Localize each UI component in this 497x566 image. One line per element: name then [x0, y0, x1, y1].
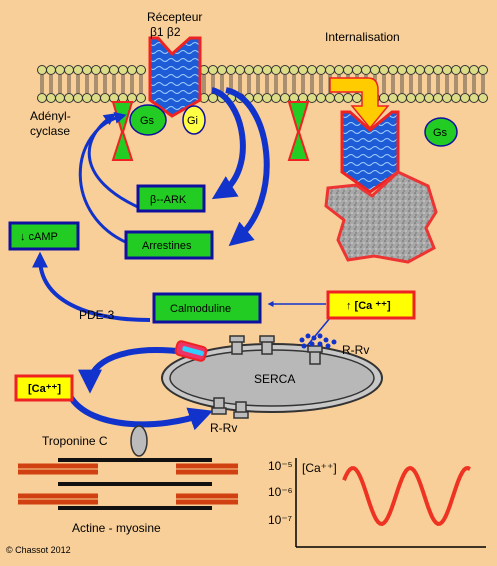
feedback-arrows: [32, 87, 331, 431]
ca-low-label: [Ca⁺⁺]: [28, 383, 61, 395]
gi-label: Gi: [187, 115, 198, 127]
ca-low-box: [14, 374, 74, 402]
rrv-top-label: R-Rv: [342, 343, 369, 357]
gs-protein: [129, 104, 167, 136]
arrow-receptor-to-arrestines: [225, 87, 270, 247]
internalisation-label: Internalisation: [325, 30, 400, 44]
arrestines-label: Arrestines: [142, 240, 192, 252]
actin-myosin-label: Actine - myosine: [72, 521, 161, 535]
troponin-label: Troponine C: [42, 434, 108, 448]
adenylcyclase-channel: [111, 101, 134, 161]
troponin-c: [130, 425, 148, 457]
gs-protein-internal: [424, 117, 458, 147]
calcium-oscillation-graph: [Ca⁺⁺] 10⁻⁵ 10⁻⁶ 10⁻⁷: [268, 458, 486, 548]
bark-box: [136, 184, 206, 213]
ca-high-label: ↑ [Ca ⁺⁺]: [346, 300, 391, 312]
camp-box: [8, 221, 80, 251]
internalisation-arrow: [329, 77, 390, 130]
serca-pump: [174, 340, 208, 362]
rrv-bottom-label: R-Rv: [210, 421, 237, 435]
gs-internal-label: Gs: [433, 127, 448, 139]
internalised-receptor: [340, 110, 400, 194]
actin-myosin-filaments: [18, 458, 238, 510]
gs-label: Gs: [140, 115, 155, 127]
arrow-receptor-to-bark: [210, 87, 246, 200]
arrow-sr-to-cytosol: [78, 347, 187, 394]
camp-label: ↓ cAMP: [20, 231, 58, 243]
arrow-calmoduline-to-camp: [32, 251, 151, 322]
receptor-subtypes: β1 β2: [150, 25, 181, 39]
tick-1e-6: 10⁻⁶: [268, 485, 293, 499]
receptor-title: Récepteur: [147, 10, 202, 24]
tick-1e-7: 10⁻⁷: [268, 513, 292, 527]
adenylcyclase-label-1: Adényl-: [30, 109, 71, 123]
cell-membrane: [37, 65, 488, 103]
oscillation-wave: [342, 465, 471, 527]
copyright-label: © Chassot 2012: [6, 545, 71, 555]
ryanodine-receptor-top-left: [229, 335, 275, 355]
calmoduline-box: [152, 292, 262, 324]
beta-receptor: [148, 36, 202, 118]
serca-label: SERCA: [254, 372, 295, 386]
ryanodine-receptor-bottom: [211, 397, 249, 419]
calmoduline-label: Calmoduline: [170, 303, 231, 315]
arrow-arrestines-to-receptor: [78, 112, 131, 246]
gi-protein: [182, 105, 206, 135]
internalised-channel: [287, 101, 310, 161]
oscillation-ylabel: [Ca⁺⁺]: [302, 461, 337, 475]
endosome-vesicle: [324, 170, 438, 264]
bark-label: β--ARK: [150, 194, 187, 206]
sarcoplasmic-reticulum: [161, 343, 383, 413]
adenylcyclase-label-2: cyclase: [30, 124, 70, 138]
ryanodine-receptor-blocked: [299, 333, 337, 365]
arrow-cytosol-to-serca: [67, 394, 214, 431]
arrestines-box: [124, 230, 214, 260]
tick-1e-5: 10⁻⁵: [268, 459, 293, 473]
ca-high-box: [326, 290, 416, 320]
pde3-label: PDE-3: [79, 308, 115, 322]
